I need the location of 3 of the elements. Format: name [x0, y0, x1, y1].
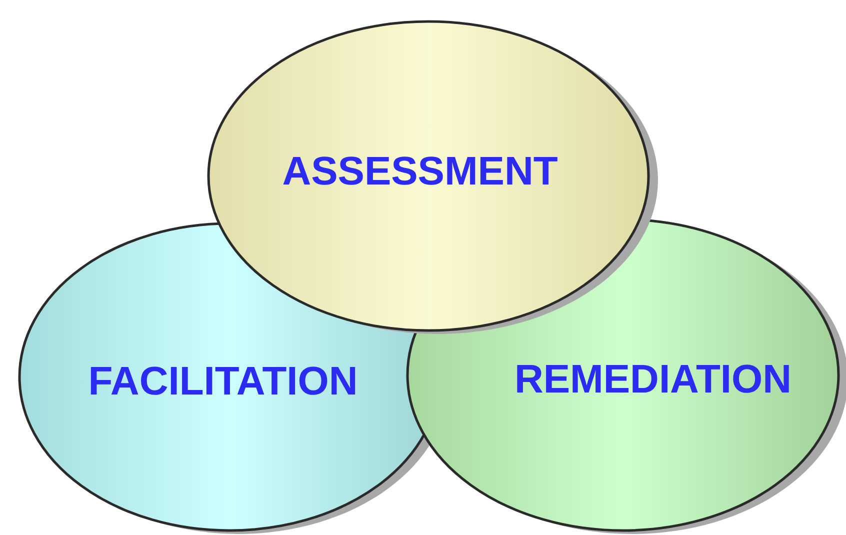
stage-label: ASSESSMENT — [282, 150, 558, 194]
stage-label: REMEDIATION — [514, 358, 792, 402]
stage-label: FACILITATION — [88, 360, 358, 404]
